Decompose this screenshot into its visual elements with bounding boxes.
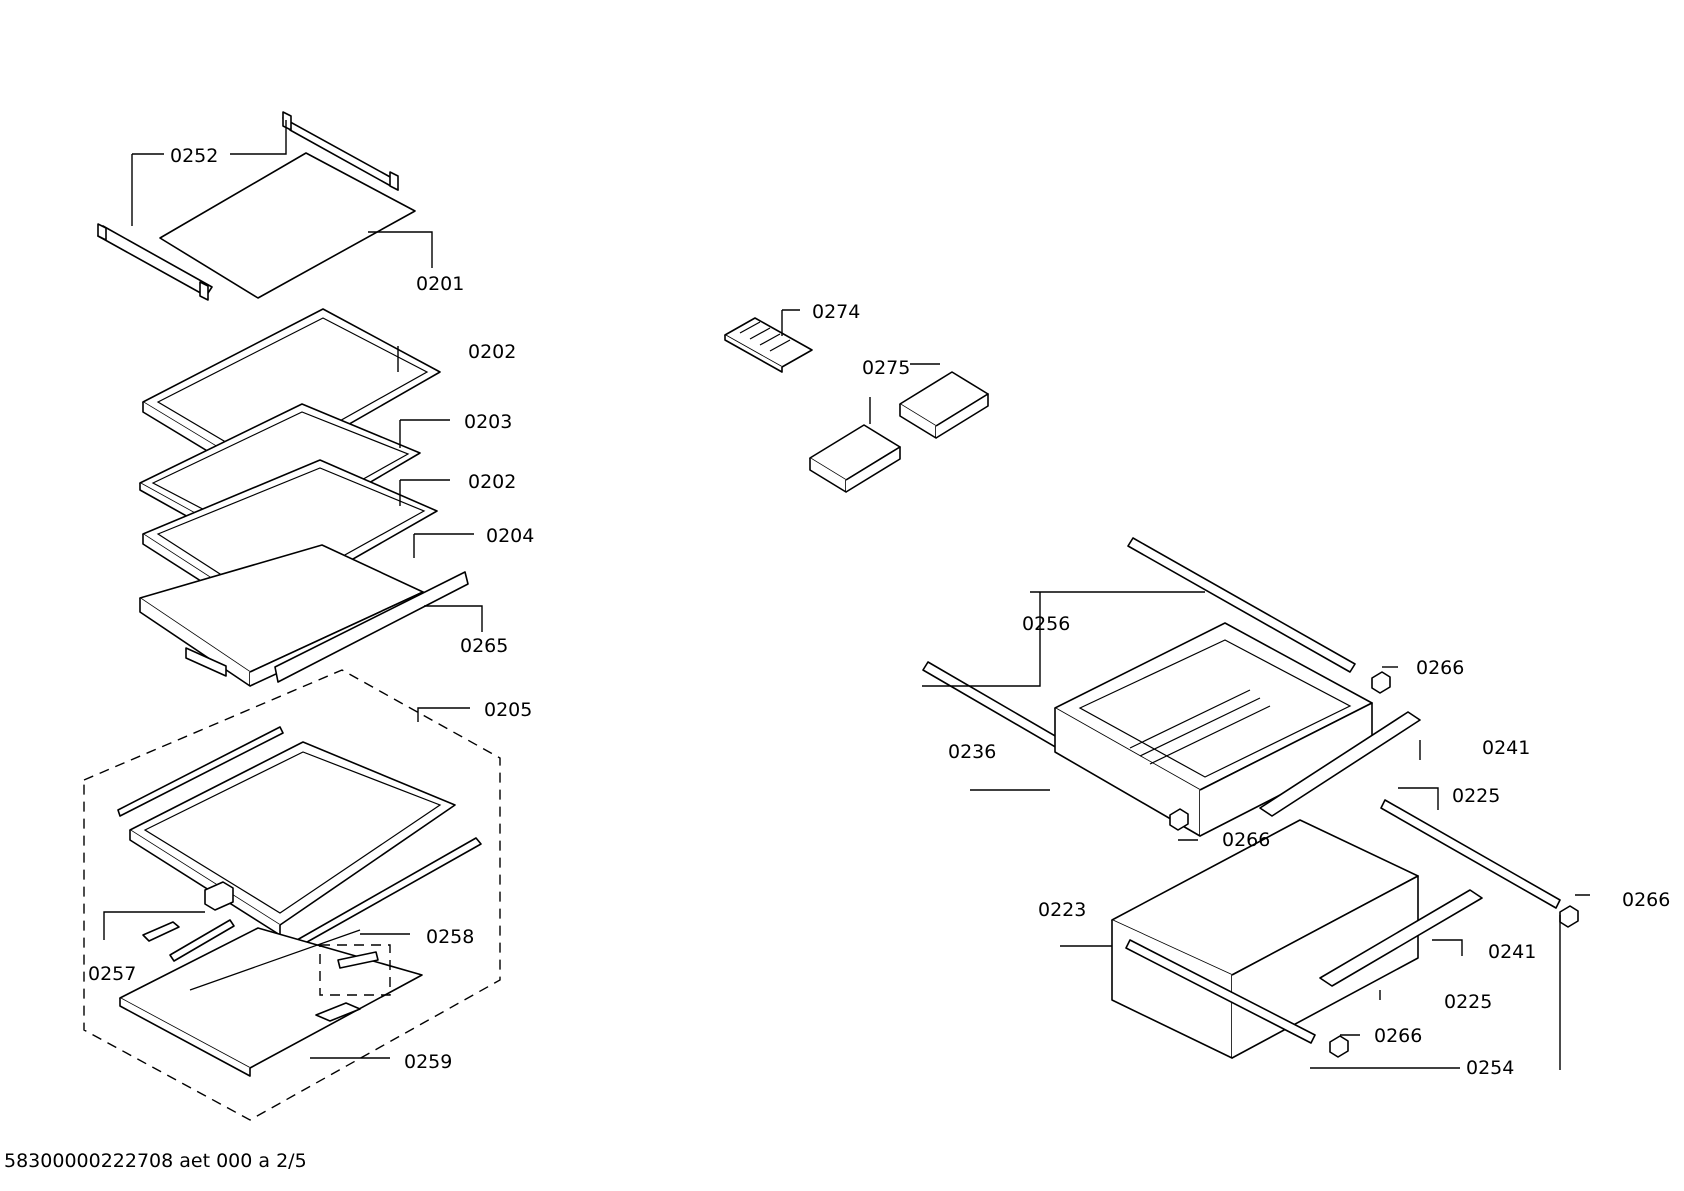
label-0258: 0258 (426, 926, 474, 948)
label-0266-a: 0266 (1416, 657, 1464, 679)
label-0274: 0274 (812, 301, 860, 323)
label-0202-top: 0202 (468, 341, 516, 363)
label-0236: 0236 (948, 741, 996, 763)
label-0275: 0275 (862, 357, 910, 379)
drawer-bottom (1111, 819, 1419, 1059)
label-0257: 0257 (88, 963, 136, 985)
drawer-rail-0256-top (1127, 537, 1356, 673)
label-0259: 0259 (404, 1051, 452, 1073)
clip-0266-b (1169, 808, 1189, 831)
clip-0266-a (1371, 671, 1391, 694)
label-0252: 0252 (170, 145, 218, 167)
label-0241-bottom: 0241 (1488, 941, 1536, 963)
ice-pack-0275-left (809, 424, 901, 493)
label-0266-d: 0266 (1374, 1025, 1422, 1047)
label-0223: 0223 (1038, 899, 1086, 921)
part-labels: 0252 0201 0202 0203 0202 0204 0265 0205 … (88, 145, 1670, 1079)
shelf-assembly-0205 (117, 726, 482, 1077)
document-id: 58300000222708 aet 000 a 2/5 (4, 1150, 307, 1172)
drawer-front-trim-0241-top (1259, 711, 1421, 817)
ice-cube-tray-0274 (724, 317, 813, 373)
drawer-rail-0254 (1125, 939, 1316, 1044)
ice-pack-0275-right (899, 371, 989, 439)
label-0202-bottom: 0202 (468, 471, 516, 493)
trim-strip-0265 (274, 571, 469, 683)
drawer-rail-right (1380, 799, 1561, 909)
label-0241-top: 0241 (1482, 737, 1530, 759)
label-0266-c: 0266 (1622, 889, 1670, 911)
label-0225-top: 0225 (1452, 785, 1500, 807)
glass-plate-0201 (159, 152, 416, 299)
label-0256: 0256 (1022, 613, 1070, 635)
label-0203: 0203 (464, 411, 512, 433)
label-0254: 0254 (1466, 1057, 1514, 1079)
label-0204: 0204 (486, 525, 534, 547)
shelf-rails-0252 (97, 111, 399, 301)
label-0205: 0205 (484, 699, 532, 721)
drawer-front-trim-0241-bottom (1319, 889, 1483, 987)
label-0201: 0201 (416, 273, 464, 295)
leader-lines (103, 120, 1590, 1070)
assembly-outline-0205 (83, 669, 501, 1121)
clip-0266-c (1559, 905, 1579, 928)
clip-0266-d (1329, 1035, 1349, 1058)
label-0266-b: 0266 (1222, 829, 1270, 851)
label-0225-bottom: 0225 (1444, 991, 1492, 1013)
label-0265: 0265 (460, 635, 508, 657)
drawer-top (1054, 622, 1373, 837)
